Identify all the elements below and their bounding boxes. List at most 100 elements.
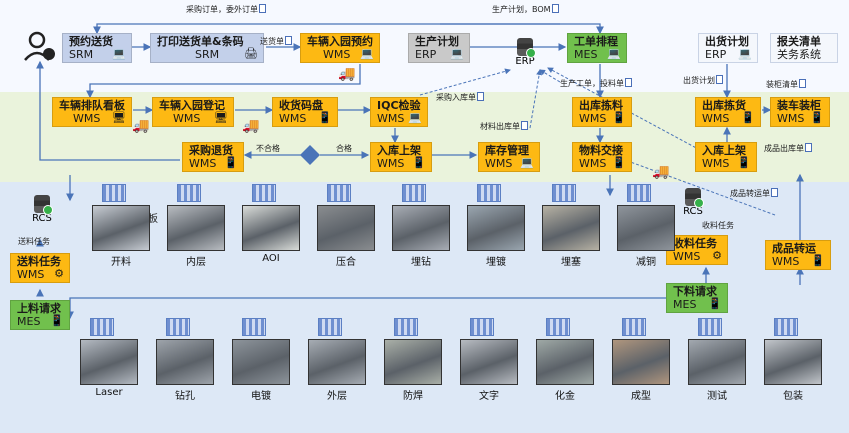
laptop-icon: 💻 — [112, 48, 126, 59]
shelf-rack-icon — [102, 184, 126, 202]
laptop-icon: 💻 — [450, 48, 464, 59]
document-icon — [771, 188, 778, 197]
laptop-icon: 💻 — [607, 48, 621, 59]
station-stations_row2-4: 外层 — [308, 318, 366, 402]
equipment-photo — [242, 205, 300, 251]
station-label: 文字 — [460, 387, 518, 402]
arrow-20 — [70, 298, 700, 318]
label-text-t8: 材料出库单 — [480, 122, 520, 131]
rcs-left-node: RCS — [25, 195, 59, 224]
shelf-rack-icon — [394, 318, 418, 336]
database-icon — [517, 38, 533, 56]
decision-diamond — [300, 145, 320, 165]
station-label: 埋钻 — [392, 253, 450, 268]
shelf-rack-icon — [90, 318, 114, 336]
shelf-rack-icon — [627, 184, 651, 202]
gear-icon: ⚙ — [54, 268, 64, 279]
equipment-photo — [542, 205, 600, 251]
equipment-photo — [317, 205, 375, 251]
label-text-t7: 采购入库单 — [436, 93, 476, 102]
station-label: Laser — [80, 387, 138, 398]
arrow-erp-3 — [530, 70, 540, 128]
station-stations_row2-8: 成型 — [612, 318, 670, 402]
document-icon — [625, 78, 632, 87]
erp-label: ERP — [508, 56, 542, 67]
scanner-icon: 📱 — [741, 112, 755, 123]
station-stations_row2-1: Laser — [80, 318, 138, 398]
box-system-b7: 关务系统 — [777, 48, 837, 61]
shelf-rack-icon — [318, 318, 342, 336]
box-b7[interactable]: 报关清单关务系统 — [770, 33, 838, 63]
equipment-photo — [536, 339, 594, 385]
scanner-icon: 📱 — [412, 157, 426, 168]
truck-icon: 🚚 — [242, 118, 259, 134]
label-text-t11: 成品出库单 — [764, 144, 804, 153]
label-t8: 材料出库单 — [480, 121, 528, 132]
station-label: 埋镀 — [467, 253, 525, 268]
user-node — [22, 30, 58, 65]
station-label: 防焊 — [384, 387, 442, 402]
label-t6: 装柜清单 — [766, 79, 806, 90]
shelf-rack-icon — [546, 318, 570, 336]
label-t10: 合格 — [336, 143, 352, 154]
mobile-icon: 📱 — [50, 315, 64, 326]
shelf-rack-icon — [622, 318, 646, 336]
shelf-rack-icon — [166, 318, 190, 336]
label-text-t10: 合格 — [336, 144, 352, 153]
erp-node: ERP — [508, 38, 542, 67]
arrow-erp-2 — [540, 70, 560, 82]
station-label: 电镀 — [232, 387, 290, 402]
equipment-photo — [612, 339, 670, 385]
equipment-photo — [460, 339, 518, 385]
station-label: 外层 — [308, 387, 366, 402]
user-icon — [23, 30, 57, 62]
scanner-icon: 📱 — [612, 112, 626, 123]
gear-icon: ⚙ — [712, 250, 722, 261]
shelf-rack-icon — [402, 184, 426, 202]
shelf-rack-icon — [774, 318, 798, 336]
arrow-order — [97, 24, 560, 33]
box-label-b7: 报关清单 — [777, 35, 837, 48]
document-icon — [285, 36, 292, 45]
station-label: 埋塞 — [542, 253, 600, 268]
station-stations_row2-2: 钻孔 — [156, 318, 214, 402]
label-t5: 出货计划 — [683, 75, 723, 86]
station-label: 化金 — [536, 387, 594, 402]
laptop-icon: 💻 — [520, 157, 534, 168]
shelf-rack-icon — [470, 318, 494, 336]
label-text-t4: 生产工单，投料单 — [560, 79, 624, 88]
rcs-right-node: RCS — [676, 188, 710, 217]
label-t2: 生产计划，BOM — [492, 4, 559, 15]
shelf-rack-icon — [552, 184, 576, 202]
mobile-icon: 📱 — [318, 112, 332, 123]
document-icon — [552, 4, 559, 13]
label-text-t9: 不合格 — [256, 144, 280, 153]
label-text-t1: 采购订单，委外订单 — [186, 5, 258, 14]
truck-icon: 🚚 — [338, 66, 355, 82]
document-icon — [716, 75, 723, 84]
shelf-rack-icon — [698, 318, 722, 336]
